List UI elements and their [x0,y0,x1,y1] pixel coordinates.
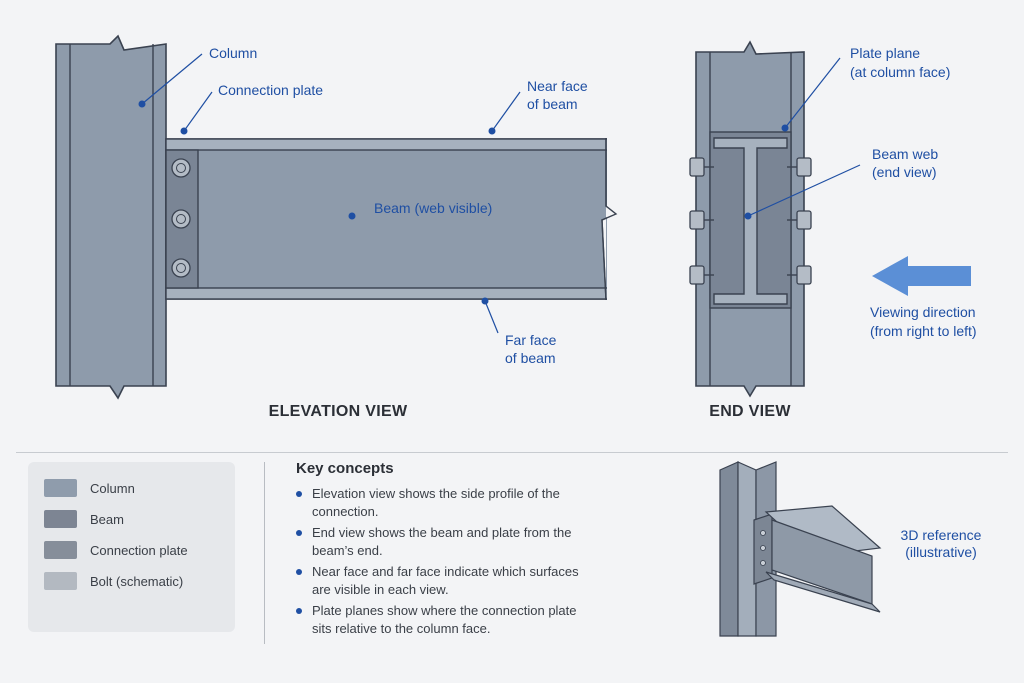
bolt-icon [171,258,191,278]
label-beam-web: Beam (web visible) [374,200,492,216]
label-3d-reference-line2: (illustrative) [905,544,977,560]
end-bolts [689,157,812,285]
bolt-icon [689,157,705,177]
label-viewing-direction-line1: Viewing direction [870,304,976,320]
end-beam-section [713,137,788,305]
label-far-face-line1: Far face [505,332,557,348]
label-viewing-direction-line2: (from right to left) [870,323,977,339]
legend-item-beam: Beam [44,510,124,528]
list-item: Plate planes show where the connection p… [296,602,596,638]
list-item: Near face and far face indicate which su… [296,563,596,599]
legend-swatch [44,510,77,528]
key-concepts-heading: Key concepts [296,460,394,477]
label-column: Column [209,45,257,61]
legend-item-connection-plate: Connection plate [44,541,188,559]
label-3d-reference-line1: 3D reference [901,527,982,543]
legend: Column Beam Connection plate Bolt (schem… [28,462,235,632]
legend-swatch [44,541,77,559]
elevation-view: Column Connection plate Near face of bea… [55,34,619,420]
reference-3d: 3D reference (illustrative) [719,461,982,637]
legend-swatch [44,479,77,497]
list-item: End view shows the beam and plate from t… [296,524,596,560]
legend-item-bolt: Bolt (schematic) [44,572,183,590]
label-end-beam-web-line1: Beam web [872,146,938,162]
legend-swatch [44,572,77,590]
key-concepts-list: Elevation view shows the side profile of… [296,485,596,638]
list-item: Elevation view shows the side profile of… [296,485,596,521]
label-plate-plane-line1: Plate plane [850,45,920,61]
bolt-icon [689,210,705,230]
label-connection-plate: Connection plate [218,82,323,98]
legend-label: Bolt (schematic) [90,573,184,589]
title-elevation-view: ELEVATION VIEW [269,403,408,420]
label-near-face-line2: of beam [527,96,578,112]
bolt-icon [796,157,812,177]
key-concepts: Key concepts Elevation view shows the si… [296,460,596,641]
bolt-icon [171,209,191,229]
label-end-beam-web-line2: (end view) [872,164,937,180]
section-divider [16,452,1008,453]
label-far-face-line2: of beam [505,350,556,366]
elevation-column [55,34,167,400]
legend-item-column: Column [44,479,135,497]
elevation-beam [165,136,619,302]
legend-label: Connection plate [90,542,188,558]
bolt-icon [796,265,812,285]
label-near-face-line1: Near face [527,78,588,94]
legend-label: Beam [90,511,124,527]
elevation-bolts [171,158,191,278]
legend-label: Column [90,480,135,496]
end-view: Plate plane (at column face) Beam web (e… [689,40,977,420]
title-end-view: END VIEW [709,403,791,420]
vertical-divider [264,462,265,644]
arrow-left-icon [872,256,971,296]
bolt-icon [171,158,191,178]
bolt-icon [689,265,705,285]
bolt-icon [796,210,812,230]
label-plate-plane-line2: (at column face) [850,64,950,80]
